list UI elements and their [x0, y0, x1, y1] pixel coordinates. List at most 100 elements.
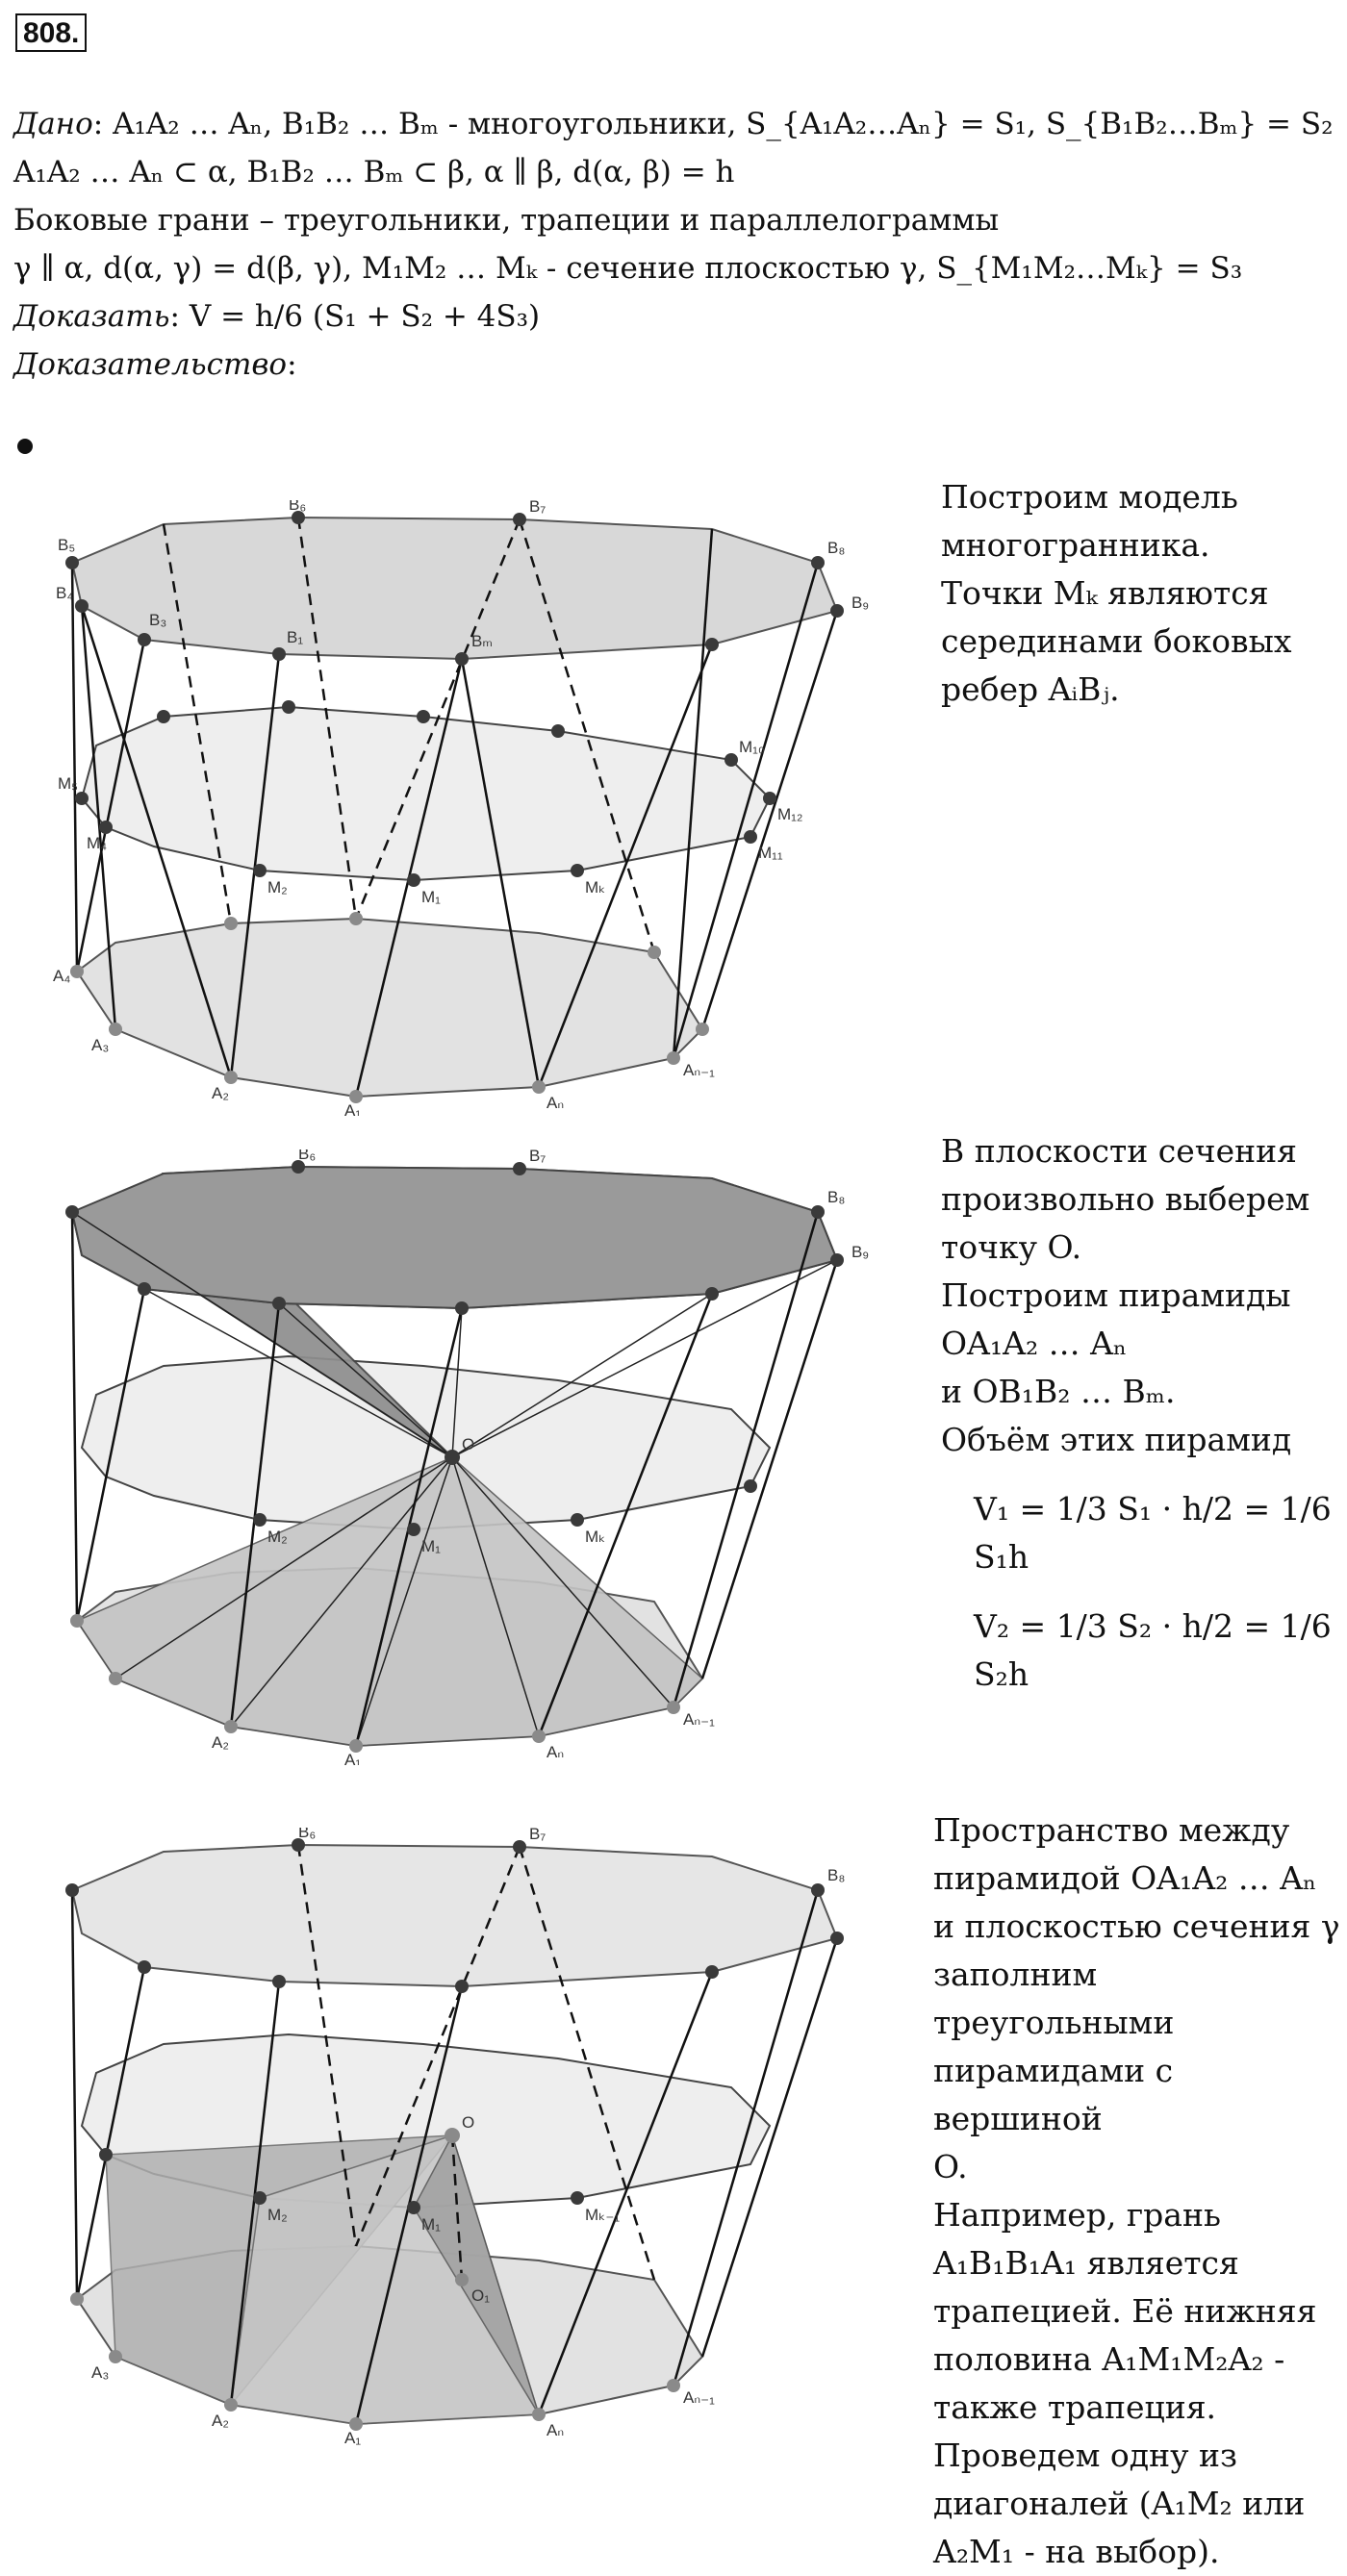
svg-text:M₂: M₂ — [267, 2206, 288, 2224]
svg-text:B₆: B₆ — [298, 1149, 316, 1163]
svg-text:A₂: A₂ — [212, 2412, 229, 2430]
svg-text:A₁: A₁ — [344, 1751, 361, 1765]
prove-label: Доказать — [13, 299, 170, 334]
step2-line: OA₁A₂ … Aₙ — [941, 1325, 1128, 1362]
step2-line: Построим пирамиды — [941, 1276, 1291, 1314]
svg-text:M₁₁: M₁₁ — [758, 844, 783, 862]
bottom-base-face — [75, 917, 704, 1099]
step3-line: половина A₁M₁M₂A₂ - — [933, 2340, 1285, 2378]
top-base-face — [70, 1843, 839, 1988]
figure-triangular-pyramids: B₆ B₇ B₈ O O₁ M₂ M₁ Mₖ₋₁ A₃ A₂ A₁ Aₙ Aₙ₋… — [65, 1828, 845, 2447]
problem-number: 808. — [15, 13, 88, 52]
step2-line: точку O. — [941, 1228, 1082, 1266]
step1-line: Точки Mₖ являются — [941, 574, 1269, 612]
svg-text:M₂: M₂ — [267, 878, 288, 897]
hidden-edges — [162, 517, 656, 953]
svg-text:M₁: M₁ — [421, 2215, 441, 2234]
bullet-point — [17, 439, 33, 454]
svg-text:B₈: B₈ — [827, 1866, 845, 1884]
step3-line: и плоскостью сечения γ — [933, 1907, 1340, 1945]
svg-text:A₃: A₃ — [91, 2363, 109, 2382]
svg-text:M₂: M₂ — [267, 1528, 288, 1546]
svg-text:A₁: A₁ — [344, 1101, 361, 1116]
step3-line: пирамидами с вершиной — [933, 2052, 1174, 2137]
svg-text:B₇: B₇ — [529, 500, 546, 516]
mid-section-face — [80, 705, 772, 882]
step2-line: и OB₁B₂ … Bₘ. — [941, 1373, 1176, 1410]
svg-text:M₅: M₅ — [58, 774, 78, 793]
step3-line: также трапеция. — [933, 2388, 1217, 2426]
svg-text:B₁: B₁ — [287, 628, 303, 646]
step3-line: A₁B₁B₁A₁ является — [933, 2244, 1239, 2282]
step1-line: многогранника. — [941, 526, 1210, 564]
svg-text:M₁₀: M₁₀ — [739, 738, 765, 756]
step3-line: A₂M₁ - на выбор). — [933, 2533, 1220, 2570]
triangular-pyramid — [413, 2134, 540, 2415]
svg-text:B₈: B₈ — [827, 539, 845, 557]
given-line-3: Боковые грани – треугольники, трапеции и… — [13, 203, 1000, 238]
svg-text:Mₖ: Mₖ — [585, 878, 605, 897]
svg-text:B₆: B₆ — [298, 1828, 316, 1841]
svg-text:O₁: O₁ — [471, 2286, 490, 2305]
figure3-points — [65, 1838, 844, 2431]
lateral-edges — [70, 1889, 839, 2425]
svg-text:O: O — [462, 2113, 474, 2132]
step2-line: произвольно выберем — [941, 1180, 1310, 1218]
figure2-labels: B₆ B₇ B₈ B₉ O M₂ M₁ Mₖ A₂ A₁ Aₙ Aₙ₋₁ — [212, 1149, 869, 1765]
svg-text:B₃: B₃ — [149, 611, 166, 629]
volume-formula-2: V₂ = 1/3 S₂ · h/2 = 1/6 S₂h — [974, 1607, 1332, 1693]
svg-text:A₁: A₁ — [344, 2429, 361, 2447]
svg-text:B₄: B₄ — [56, 584, 73, 602]
figure1-labels: B₅ B₄ B₃ B₁ B₆ B₇ Bₘ B₈ B₉ A₄ A₃ A₂ A₁ A… — [53, 500, 869, 1116]
step3-line: Например, грань — [933, 2196, 1221, 2234]
proof-colon: : — [287, 347, 297, 382]
proof-line: Доказательство: — [13, 341, 1332, 389]
volume-formula-1: V₁ = 1/3 S₁ · h/2 = 1/6 S₁h — [974, 1490, 1332, 1576]
svg-text:B₉: B₉ — [851, 1243, 869, 1261]
given-line-4: γ ∥ α, d(α, γ) = d(β, γ), M₁M₂ … Mₖ - се… — [13, 251, 1243, 286]
hidden-edges — [296, 1844, 656, 2281]
svg-text:B₉: B₉ — [851, 593, 869, 612]
step3-line: Пространство между — [933, 1811, 1290, 1849]
svg-text:M₁₂: M₁₂ — [777, 805, 803, 823]
svg-text:Aₙ: Aₙ — [546, 1094, 564, 1112]
step3-line: трапецией. Её нижняя — [933, 2292, 1317, 2330]
svg-text:Aₙ: Aₙ — [546, 1743, 564, 1761]
step2-line: В плоскости сечения — [941, 1132, 1297, 1170]
figure3-labels: B₆ B₇ B₈ O O₁ M₂ M₁ Mₖ₋₁ A₃ A₂ A₁ Aₙ Aₙ₋… — [91, 1828, 845, 2447]
step3-line: Проведем одну из — [933, 2437, 1237, 2474]
given-text-1: : A₁A₂ … Aₙ, B₁B₂ … Bₘ - многоугольники,… — [92, 107, 1334, 141]
step2-line: Объём этих пирамид — [941, 1421, 1292, 1458]
svg-text:M₁: M₁ — [421, 1537, 441, 1555]
problem-statement: Дано: A₁A₂ … Aₙ, B₁B₂ … Bₘ - многоугольн… — [13, 100, 1334, 389]
figure1-points — [65, 511, 844, 1103]
svg-text:A₃: A₃ — [91, 1036, 109, 1054]
step1-line: серединами боковых — [941, 622, 1292, 660]
svg-text:B₈: B₈ — [827, 1188, 845, 1206]
svg-text:B₇: B₇ — [529, 1149, 546, 1165]
step3-text: Пространство между пирамидой OA₁A₂ … Aₙ … — [933, 1806, 1347, 2576]
step1-line: Построим модель — [941, 478, 1238, 516]
given-label: Дано — [13, 107, 93, 141]
step3-line: заполним треугольными — [933, 1956, 1175, 2041]
svg-text:Aₙ₋₁: Aₙ₋₁ — [683, 1061, 715, 1079]
given-line-2: A₁A₂ … Aₙ ⊂ α, B₁B₂ … Bₘ ⊂ β, α ∥ β, d(α… — [13, 155, 735, 189]
svg-text:A₂: A₂ — [212, 1733, 229, 1752]
given-line-1: Дано: A₁A₂ … Aₙ, B₁B₂ … Bₘ - многоугольн… — [13, 100, 1334, 148]
svg-text:M₁: M₁ — [421, 888, 441, 906]
step2-text: В плоскости сечения произвольно выберем … — [941, 1127, 1347, 1699]
figure-two-pyramids: B₆ B₇ B₈ B₉ O M₂ M₁ Mₖ A₂ A₁ Aₙ Aₙ₋₁ — [65, 1149, 869, 1765]
svg-text:B₆: B₆ — [289, 500, 306, 514]
svg-text:Aₙ₋₁: Aₙ₋₁ — [683, 2388, 715, 2407]
step1-text: Построим модель многогранника. Точки Mₖ … — [941, 473, 1291, 714]
top-base-face — [70, 1165, 839, 1310]
step1-line: ребер AᵢBⱼ. — [941, 670, 1120, 708]
svg-text:M₄: M₄ — [87, 834, 107, 852]
figure-polyhedron-model: B₅ B₄ B₃ B₁ B₆ B₇ Bₘ B₈ B₉ A₄ A₃ A₂ A₁ A… — [53, 500, 869, 1116]
prove-line: Доказать: V = h/6 (S₁ + S₂ + 4S₃) — [13, 292, 1332, 341]
proof-label: Доказательство — [13, 347, 288, 382]
svg-text:B₇: B₇ — [529, 1828, 546, 1843]
svg-text:B₅: B₅ — [58, 536, 75, 554]
svg-text:Aₙ₋₁: Aₙ₋₁ — [683, 1710, 715, 1729]
svg-text:O: O — [462, 1435, 474, 1453]
